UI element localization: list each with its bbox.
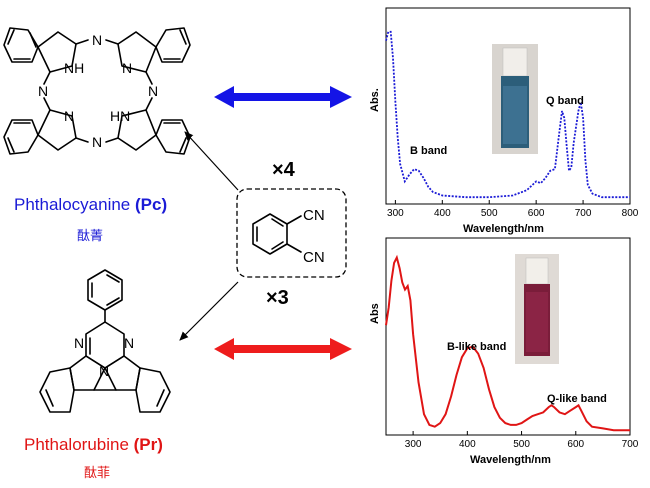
pr-atom-n-right: N: [124, 335, 134, 351]
pr-tick-label-400: 400: [459, 439, 476, 450]
pr-double-arrow: [214, 338, 352, 360]
pc-tick-label-700: 700: [575, 208, 592, 219]
pr-name: Phthalorubine (Pr): [24, 435, 163, 454]
pc-atom-nh: NH: [64, 60, 84, 76]
pr-name-prefix: Phthalorubine: [24, 435, 134, 454]
cn-label-top: CN: [303, 207, 325, 224]
pc-tick-label-600: 600: [528, 208, 545, 219]
phthalocyanine-structure: [3, 27, 191, 155]
pc-atom-n-top: N: [92, 32, 102, 48]
pc-atom-n-right: N: [148, 83, 158, 99]
pr-chart-xlabel: Wavelength/nm: [470, 454, 551, 466]
pc-tick-label-300: 300: [387, 208, 404, 219]
pc-atom-hn: HN: [110, 108, 130, 124]
pc-tick-label-500: 500: [481, 208, 498, 219]
pc-name: Phthalocyanine (Pc): [14, 195, 167, 214]
pc-name-abbr: (Pc): [135, 195, 167, 214]
pr-absorption-series: [385, 254, 630, 432]
times3-label: ×3: [266, 287, 289, 309]
pc-chart-frame: [385, 7, 631, 205]
cn-label-bottom: CN: [303, 249, 325, 266]
pr-name-abbr: (Pr): [134, 435, 163, 454]
pc-tick-label-400: 400: [434, 208, 451, 219]
pc-b-band-label: B band: [410, 145, 447, 157]
pr-tick-label-300: 300: [405, 439, 422, 450]
pc-atom-n-inner-left: N: [64, 108, 74, 124]
pr-atom-n-left: N: [74, 335, 84, 351]
pr-tick-label-600: 600: [567, 439, 584, 450]
phthalorubine-structure: [39, 269, 171, 413]
pr-chinese-name: 酞菲: [84, 465, 110, 480]
pc-double-arrow: [214, 86, 352, 108]
pc-absorption-series: [385, 30, 630, 199]
pc-name-prefix: Phthalocyanine: [14, 195, 135, 214]
pc-chinese-name: 酞菁: [77, 228, 103, 243]
times4-label: ×4: [272, 159, 296, 181]
pr-atom-n-center: N: [99, 363, 109, 379]
pc-chart-xlabel: Wavelength/nm: [463, 223, 544, 235]
pc-atom-n-inner-right: N: [122, 60, 132, 76]
pr-chart-ticks: 300 400 500 600 700: [405, 431, 639, 450]
phthalonitrile-structure: [252, 213, 302, 255]
pc-atom-n-left: N: [38, 83, 48, 99]
phthalorubine-atoms: N N N: [74, 335, 134, 379]
pr-tick-label-500: 500: [513, 439, 530, 450]
pc-chart-ticks: 300 400 500 600 700 800: [387, 200, 639, 219]
pr-b-like-band-label: B-like band: [447, 341, 506, 353]
pr-tick-label-700: 700: [622, 439, 639, 450]
pr-spectrum-chart: Abs Wavelength/nm 300 400 500 600 700 B-like…: [369, 237, 639, 466]
pr-q-like-band-label: Q-like band: [547, 393, 607, 405]
pc-spectrum-chart: Abs. Wavelength/nm 300 400 500 600 700 800 B …: [369, 7, 639, 235]
pc-vial-photo: [492, 44, 538, 154]
reaction-arrow-to-pc: [184, 131, 239, 191]
pc-q-band-label: Q band: [546, 95, 584, 107]
precursor-box: [236, 188, 347, 278]
reaction-arrow-to-pr: [179, 281, 239, 341]
pc-chart-ylabel: Abs.: [369, 88, 381, 112]
pr-chart-frame: [385, 237, 631, 436]
pr-vial-photo: [515, 254, 559, 364]
pr-chart-ylabel: Abs: [369, 303, 381, 324]
pc-tick-label-800: 800: [622, 208, 639, 219]
pc-atom-n-bottom: N: [92, 134, 102, 150]
phthalocyanine-atoms: N N N N NH N N HN: [38, 32, 158, 150]
